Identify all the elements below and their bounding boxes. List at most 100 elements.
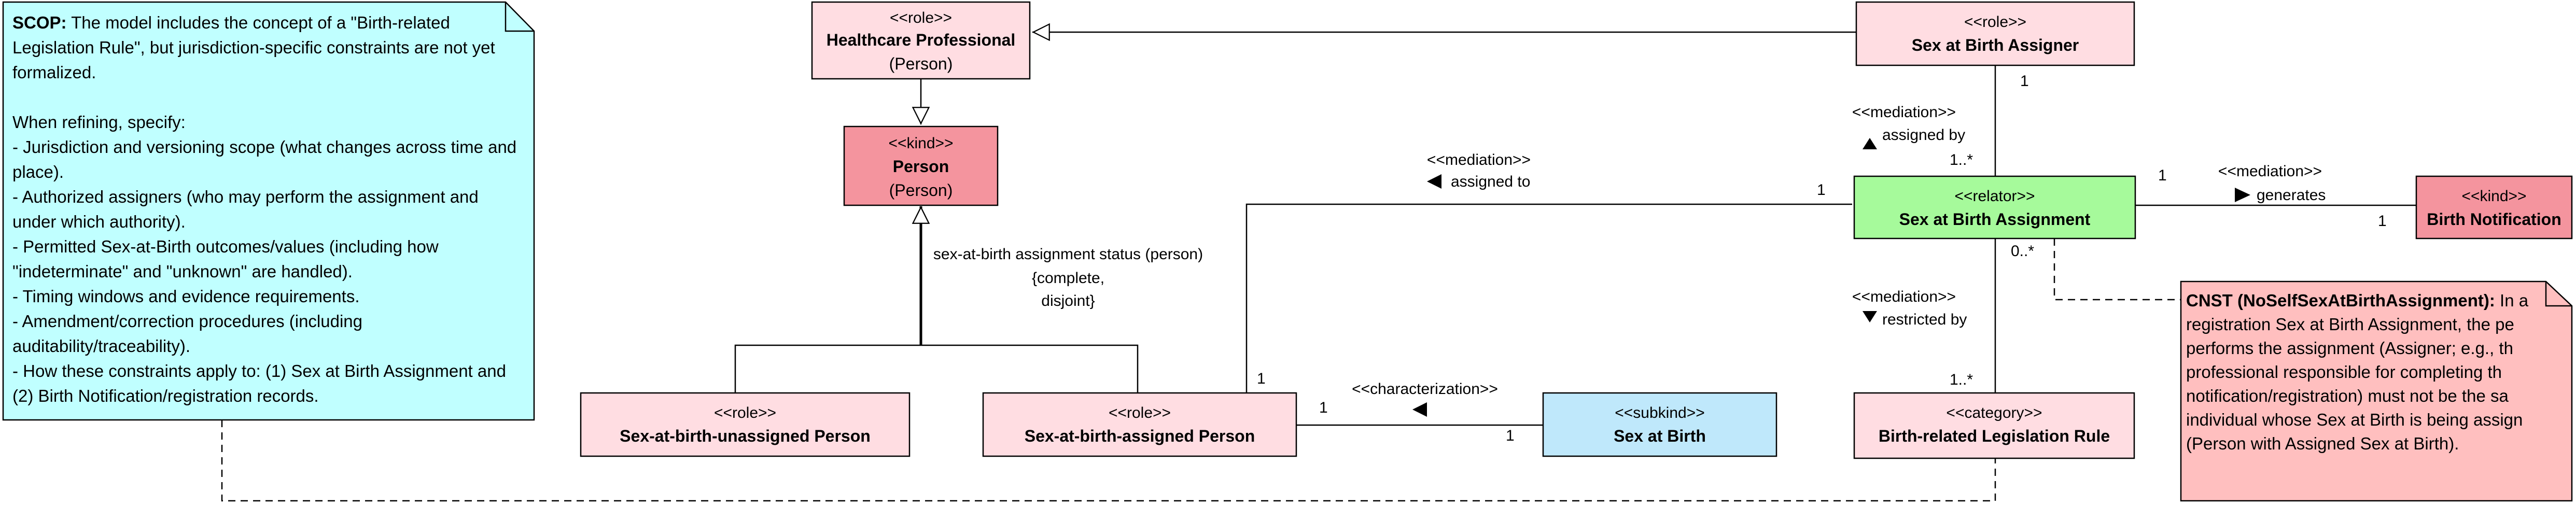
class-box — [1853, 175, 2136, 240]
scop-note-item: - Jurisdiction and versioning scope (wha… — [12, 137, 517, 181]
scop-note-lead: When refining, specify: — [12, 112, 186, 132]
scop-note-shape[interactable] — [2, 1, 535, 421]
direction-triangle-down-icon — [1863, 311, 1877, 322]
class-box — [2415, 175, 2573, 240]
class-stereotype: <<subkind>> — [1615, 404, 1704, 421]
relation-stereotype: <<mediation>> — [1852, 104, 1956, 121]
class-name: Person — [893, 157, 949, 176]
scop-note-label: SCOP: — [12, 13, 67, 32]
class-box — [811, 1, 1031, 80]
direction-triangle-up-icon — [1863, 138, 1877, 149]
class-sex-at-birth[interactable]: <<subkind>> Sex at Birth — [1542, 392, 1777, 457]
relation-name: assigned to — [1451, 173, 1530, 190]
multiplicity: 1 — [2020, 73, 2029, 90]
class-stereotype: <<role>> — [714, 404, 776, 421]
cnst-note-first-line: CNST (NoSelfSexAtBirthAssignment): In a — [2186, 289, 2565, 313]
class-box — [982, 392, 1297, 457]
scop-note-item: - Permitted Sex-at-Birth outcomes/values… — [12, 237, 439, 281]
relation-stereotype: <<mediation>> — [1427, 151, 1531, 168]
multiplicity: 1 — [2158, 167, 2167, 184]
relation-name: generates — [2257, 187, 2326, 204]
relation-stereotype: <<mediation>> — [1852, 288, 1956, 305]
class-stereotype: <<role>> — [1964, 13, 2026, 31]
class-name: Birth Notification — [2427, 210, 2561, 229]
class-birth-related-legislation-rule[interactable]: <<category>> Birth-related Legislation R… — [1853, 392, 2135, 459]
cnst-note-first-text: In a — [2495, 291, 2529, 310]
class-sex-at-birth-assigned-person[interactable]: <<role>> Sex-at-birth-assigned Person — [982, 392, 1297, 457]
class-box — [1853, 392, 2135, 459]
restricted-by-label: <<mediation>> restricted by 0..* 1..* — [1852, 243, 2034, 388]
direction-triangle-left-icon — [1427, 174, 1441, 189]
cnst-note-label: CNST (NoSelfSexAtBirthAssignment): — [2186, 291, 2495, 310]
relation-stereotype: <<characterization>> — [1352, 381, 1498, 398]
class-birth-notification[interactable]: <<kind>> Birth Notification — [2415, 175, 2573, 240]
generates-label: <<mediation>> generates 1 1 — [2158, 163, 2387, 230]
class-stereotype: <<category>> — [1946, 404, 2042, 421]
generalization-set-constraint-disjoint: disjoint} — [1041, 292, 1095, 309]
cnst-note-anchor[interactable] — [2053, 238, 2181, 301]
cnst-note-line: performs the assignment (Assigner; e.g.,… — [2186, 339, 2513, 358]
multiplicity: 1 — [2378, 213, 2387, 230]
scop-note-item: - Amendment/correction procedures (inclu… — [12, 312, 363, 356]
class-name: Sex-at-birth-assigned Person — [1025, 427, 1255, 445]
class-sex-at-birth-assignment[interactable]: <<relator>> Sex at Birth Assignment — [1853, 175, 2136, 240]
relation-name: assigned by — [1882, 126, 1965, 144]
cnst-note-line: individual whose Sex at Birth is being a… — [2186, 410, 2523, 429]
class-stereotype: <<kind>> — [888, 135, 953, 152]
scop-note-item: - Authorized assigners (who may perform … — [12, 187, 479, 231]
class-box — [843, 125, 999, 206]
class-stereotype: <<role>> — [890, 9, 952, 26]
class-box — [580, 392, 911, 457]
class-person[interactable]: <<kind>> Person (Person) — [843, 125, 999, 206]
class-stereotype: <<role>> — [1109, 404, 1171, 421]
relation-name: restricted by — [1882, 311, 1967, 328]
scop-note-item: - Timing windows and evidence requiremen… — [12, 287, 360, 306]
class-name: Sex at Birth Assigner — [1912, 36, 2079, 54]
cnst-note-line: (Person with Assigned Sex at Birth). — [2186, 434, 2459, 453]
multiplicity: 0..* — [2011, 243, 2034, 260]
direction-triangle-right-icon — [2235, 188, 2250, 202]
generalization-set-name: sex-at-birth assignment status (person) — [933, 246, 1203, 263]
assigned-to-association[interactable] — [1245, 203, 1852, 393]
scop-note: SCOP: The model includes the concept of … — [4, 4, 533, 419]
scop-note-anchor[interactable] — [221, 420, 1996, 502]
assigned-by-label: <<mediation>> assigned by 1 1..* — [1852, 73, 2029, 168]
generalization-set-constraint-complete: {complete, — [1032, 270, 1104, 287]
scop-note-intro-text: The model includes the concept of a "Bir… — [12, 13, 495, 82]
class-healthcare-professional[interactable]: <<role>> Healthcare Professional (Person… — [811, 1, 1031, 80]
class-name: Sex at Birth — [1614, 427, 1706, 445]
multiplicity: 1..* — [1950, 371, 1973, 388]
multiplicity: 1..* — [1950, 151, 1973, 168]
class-box — [1542, 392, 1777, 457]
class-name: Sex at Birth Assignment — [1899, 210, 2091, 229]
relation-stereotype: <<mediation>> — [2218, 163, 2322, 180]
generalization-set-label: sex-at-birth assignment status (person) … — [933, 246, 1203, 309]
class-subtitle: (Person) — [889, 54, 953, 73]
class-name: Sex-at-birth-unassigned Person — [620, 427, 871, 445]
class-sex-at-birth-unassigned-person[interactable]: <<role>> Sex-at-birth-unassigned Person — [580, 392, 911, 457]
scop-note-item: - How these constraints apply to: (1) Se… — [12, 361, 506, 405]
generalization-set-branches[interactable] — [734, 344, 1139, 393]
scop-note-intro: SCOP: The model includes the concept of … — [12, 10, 525, 85]
class-sex-at-birth-assigner[interactable]: <<role>> Sex at Birth Assigner — [1855, 1, 2135, 66]
cnst-note-shape[interactable] — [2180, 280, 2573, 502]
class-name: Healthcare Professional — [827, 31, 1016, 49]
cnst-note: CNST (NoSelfSexAtBirthAssignment): In a … — [2182, 283, 2569, 500]
cnst-note-fold — [2545, 281, 2572, 307]
multiplicity: 1 — [1817, 181, 1826, 199]
class-box — [1855, 1, 2135, 66]
multiplicity: 1 — [1506, 427, 1515, 444]
characterization-label: <<characterization>> 1 1 — [1319, 381, 1515, 444]
class-stereotype: <<relator>> — [1954, 188, 2035, 205]
direction-triangle-left-icon — [1412, 402, 1427, 417]
cnst-note-line: professional responsible for completing … — [2186, 362, 2502, 382]
scop-note-spacer — [12, 85, 525, 110]
cnst-note-line: notification/registration) must not be t… — [2186, 386, 2509, 405]
class-name: Birth-related Legislation Rule — [1879, 427, 2110, 445]
class-subtitle: (Person) — [889, 181, 953, 200]
multiplicity: 1 — [1319, 399, 1328, 416]
assigned-to-label: <<mediation>> assigned to 1 1 — [1257, 151, 1826, 387]
class-stereotype: <<kind>> — [2461, 188, 2526, 205]
scop-note-fold — [505, 2, 534, 32]
